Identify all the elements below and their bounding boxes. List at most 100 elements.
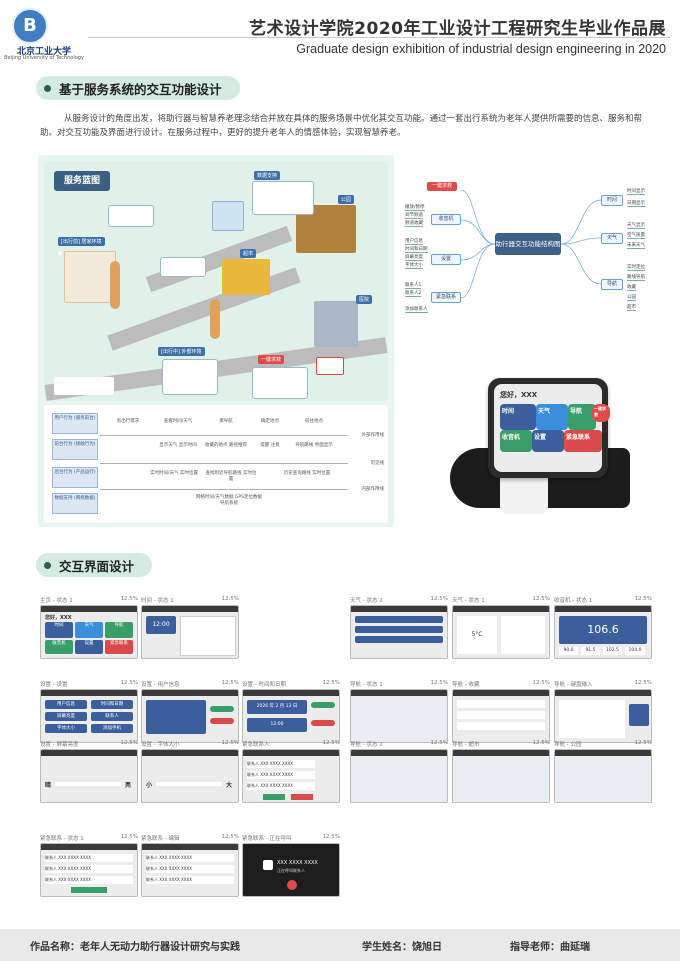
home-tile-time[interactable]: 时间 [45,622,73,638]
screen-zoom: 12.5% [120,834,138,840]
fav-row[interactable] [457,722,545,730]
calling-status: 正在呼叫联系人 [277,868,305,873]
section-title-service: 基于服务系统的交互功能设计 [36,76,240,100]
section-title-text: 基于服务系统的交互功能设计 [59,81,222,97]
screen-label: 设置 - 设置 [40,682,68,688]
emergency-contact[interactable]: 联系人 XXX XXXX XXXX [45,865,133,873]
font-small-label: 小 [146,782,153,789]
user-info-button[interactable] [210,706,234,712]
screen-zoom: 12.5% [532,740,550,746]
bullet-dot [44,561,51,569]
home-tile-radio[interactable]: 收音机 [45,640,73,654]
header-divider [88,37,670,38]
tile-sos[interactable]: 一键求救 [592,404,610,422]
map-view[interactable] [351,756,447,802]
date-button[interactable] [311,720,335,726]
home-tile-emergency[interactable]: 紧急联系 [105,640,133,654]
keyboard[interactable] [559,700,625,738]
radio-preset[interactable]: 91.5 [581,647,600,655]
contact-save[interactable] [263,794,285,800]
exhibition-title-en: Graduate design exhibition of industrial… [296,42,666,56]
radio-preset[interactable]: 90.0 [559,647,578,655]
screen-zoom: 12.5% [430,680,448,686]
emergency-contact[interactable]: 联系人 XXX XXXX XXXX [45,854,133,862]
hang-up-button[interactable] [287,880,297,890]
emergency-add[interactable] [71,887,107,893]
home-tile-nav[interactable]: 导航 [105,622,133,638]
edit-contact[interactable]: 联系人 XXX XXXX XXXX [146,876,234,884]
branch-radio: 收音机 [431,214,461,225]
map-view[interactable] [555,756,651,802]
radio-preset[interactable]: 104.0 [625,647,645,655]
university-logo: B [12,8,48,44]
tile-time[interactable]: 时间 [500,404,536,430]
row-data-support: 数据支持 (网络数据) [52,493,98,514]
device-greeting: 您好，XXX [500,391,538,399]
fav-row[interactable] [457,700,545,708]
cell: 有出行需求 [116,419,140,424]
tile-nav[interactable]: 导航 [568,404,596,430]
home-tile-settings[interactable]: 设置 [75,640,103,654]
edit-contact[interactable]: 联系人 XXX XXXX XXXX [146,865,234,873]
contact-delete[interactable] [291,794,313,800]
side-label-external: 外部作用线 [361,433,385,438]
map-legend [54,377,114,395]
settings-contacts[interactable]: 联系人 [91,712,133,721]
keyboard-suggest[interactable] [629,704,649,726]
emergency-contact[interactable]: 联系人 XXX XXXX XXXX [45,876,133,884]
settings-add-phone[interactable]: 添加手机 [91,724,133,733]
date-setting[interactable]: 2026 年 2 月 13 日 [247,700,307,714]
weather-temp: 5°C [457,616,497,654]
user-info-button[interactable] [210,718,234,724]
tile-emergency[interactable]: 紧急联系 [564,430,602,452]
screen-label: 时间 - 状态 1 [141,598,174,604]
leaf: 屏幕亮度 [405,255,423,261]
brightness-slider[interactable] [55,782,121,786]
walker-device-render: 您好，XXX 时间 天气 导航 收音机 设置 紧急联系 一键求救 [430,378,670,528]
map-view[interactable] [351,696,447,742]
radio-preset[interactable]: 102.5 [603,647,622,655]
contact-row[interactable]: 联系人 XXX XXXX XXXX [247,771,315,779]
university-name-en: Beijing University of Technology [4,55,84,61]
cell: 历史查询路线 实时位置 [283,471,331,476]
contact-row[interactable]: 联系人 XXX XXXX XXXX [247,782,315,790]
section-title-text: 交互界面设计 [59,558,135,574]
radio-frequency: 106.6 [559,616,647,644]
settings-time-date[interactable]: 时间和日期 [91,700,133,709]
clock-setting[interactable]: 12:00 [247,718,307,732]
screen-zoom: 12.5% [634,596,652,602]
tile-weather[interactable]: 天气 [536,404,568,430]
tile-settings[interactable]: 设置 [532,430,564,452]
cell: 查找附近导航路线 实时位置 [205,471,257,482]
contact-row[interactable]: 联系人 XXX XXXX XXXX [247,760,315,768]
cell: 提醒 注意 [260,443,280,448]
cell: 查看时间/天气 [163,419,193,424]
cell: 导航路线 界面显示 [295,443,333,448]
cell: 前往地点 [305,419,323,424]
screen-zoom: 12.5% [221,834,239,840]
screen-zoom: 12.5% [221,680,239,686]
leaf: 实时定位 [627,265,645,271]
home-greeting: 您好，XXX [45,615,72,621]
tile-radio[interactable]: 收音机 [500,430,532,452]
font-slider[interactable] [156,782,222,786]
user-info-card [146,700,206,734]
screen-zoom: 12.5% [532,596,550,602]
settings-user-info[interactable]: 用户信息 [45,700,87,709]
settings-brightness[interactable]: 屏幕亮度 [45,712,87,721]
map-view[interactable] [453,756,549,802]
leaf: 路线导航 [627,275,645,281]
settings-font-size[interactable]: 字体大小 [45,724,87,733]
home-tile-weather[interactable]: 天气 [75,622,103,638]
fav-row[interactable] [457,711,545,719]
font-big-label: 大 [226,782,233,789]
hospital-building [314,301,358,347]
leaf: 添加联系人 [405,307,428,313]
edit-contact[interactable]: 联系人 XXX XXXX XXXX [146,854,234,862]
date-button[interactable] [311,702,335,708]
screen-label: 设置 - 用户信息 [141,682,180,688]
